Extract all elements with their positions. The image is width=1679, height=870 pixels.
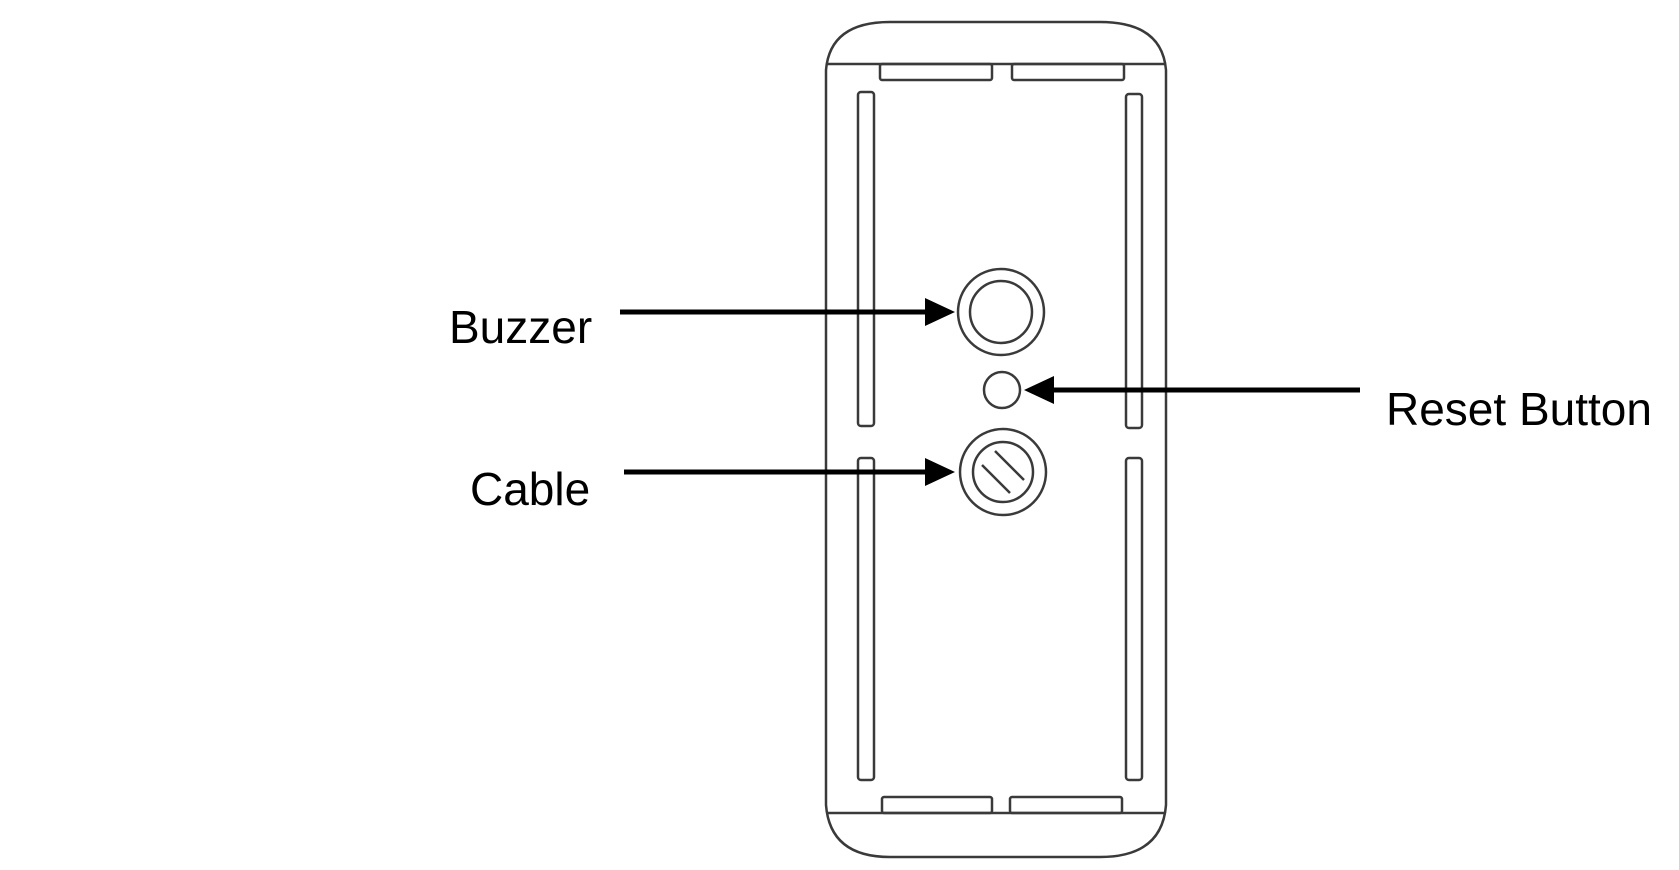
mounting-tabs xyxy=(878,62,1126,815)
left-upper-slot xyxy=(856,90,876,428)
reset-button-hole xyxy=(982,370,1022,410)
cable-gland xyxy=(958,427,1048,517)
device-body xyxy=(824,20,1168,859)
buzzer-inner-ring xyxy=(968,279,1034,345)
bottom-right-tab xyxy=(1008,795,1124,815)
device-outer-shell xyxy=(824,20,1168,859)
bottom-left-tab xyxy=(880,795,994,815)
left-lower-slot xyxy=(856,456,876,782)
callout-arrows xyxy=(620,298,1360,486)
buzzer-outer-ring xyxy=(956,267,1046,357)
buzzer-component xyxy=(956,267,1046,357)
cable-slash-2 xyxy=(994,450,1025,481)
right-lower-slot xyxy=(1124,456,1144,782)
right-upper-slot xyxy=(1124,92,1144,430)
cable-label: Cable xyxy=(470,463,590,515)
buzzer-arrow-head xyxy=(925,298,955,326)
side-slots xyxy=(856,90,1144,782)
cable-inner-ring xyxy=(971,440,1035,504)
buzzer-label: Buzzer xyxy=(449,301,592,353)
top-left-tab xyxy=(878,62,994,82)
reset-arrow-head xyxy=(1024,376,1054,404)
top-right-tab xyxy=(1010,62,1126,82)
reset-button-label: Reset Button xyxy=(1386,383,1652,435)
cable-arrow-head xyxy=(925,458,955,486)
cable-slash-1 xyxy=(981,464,1011,494)
cable-outer-ring xyxy=(958,427,1048,517)
